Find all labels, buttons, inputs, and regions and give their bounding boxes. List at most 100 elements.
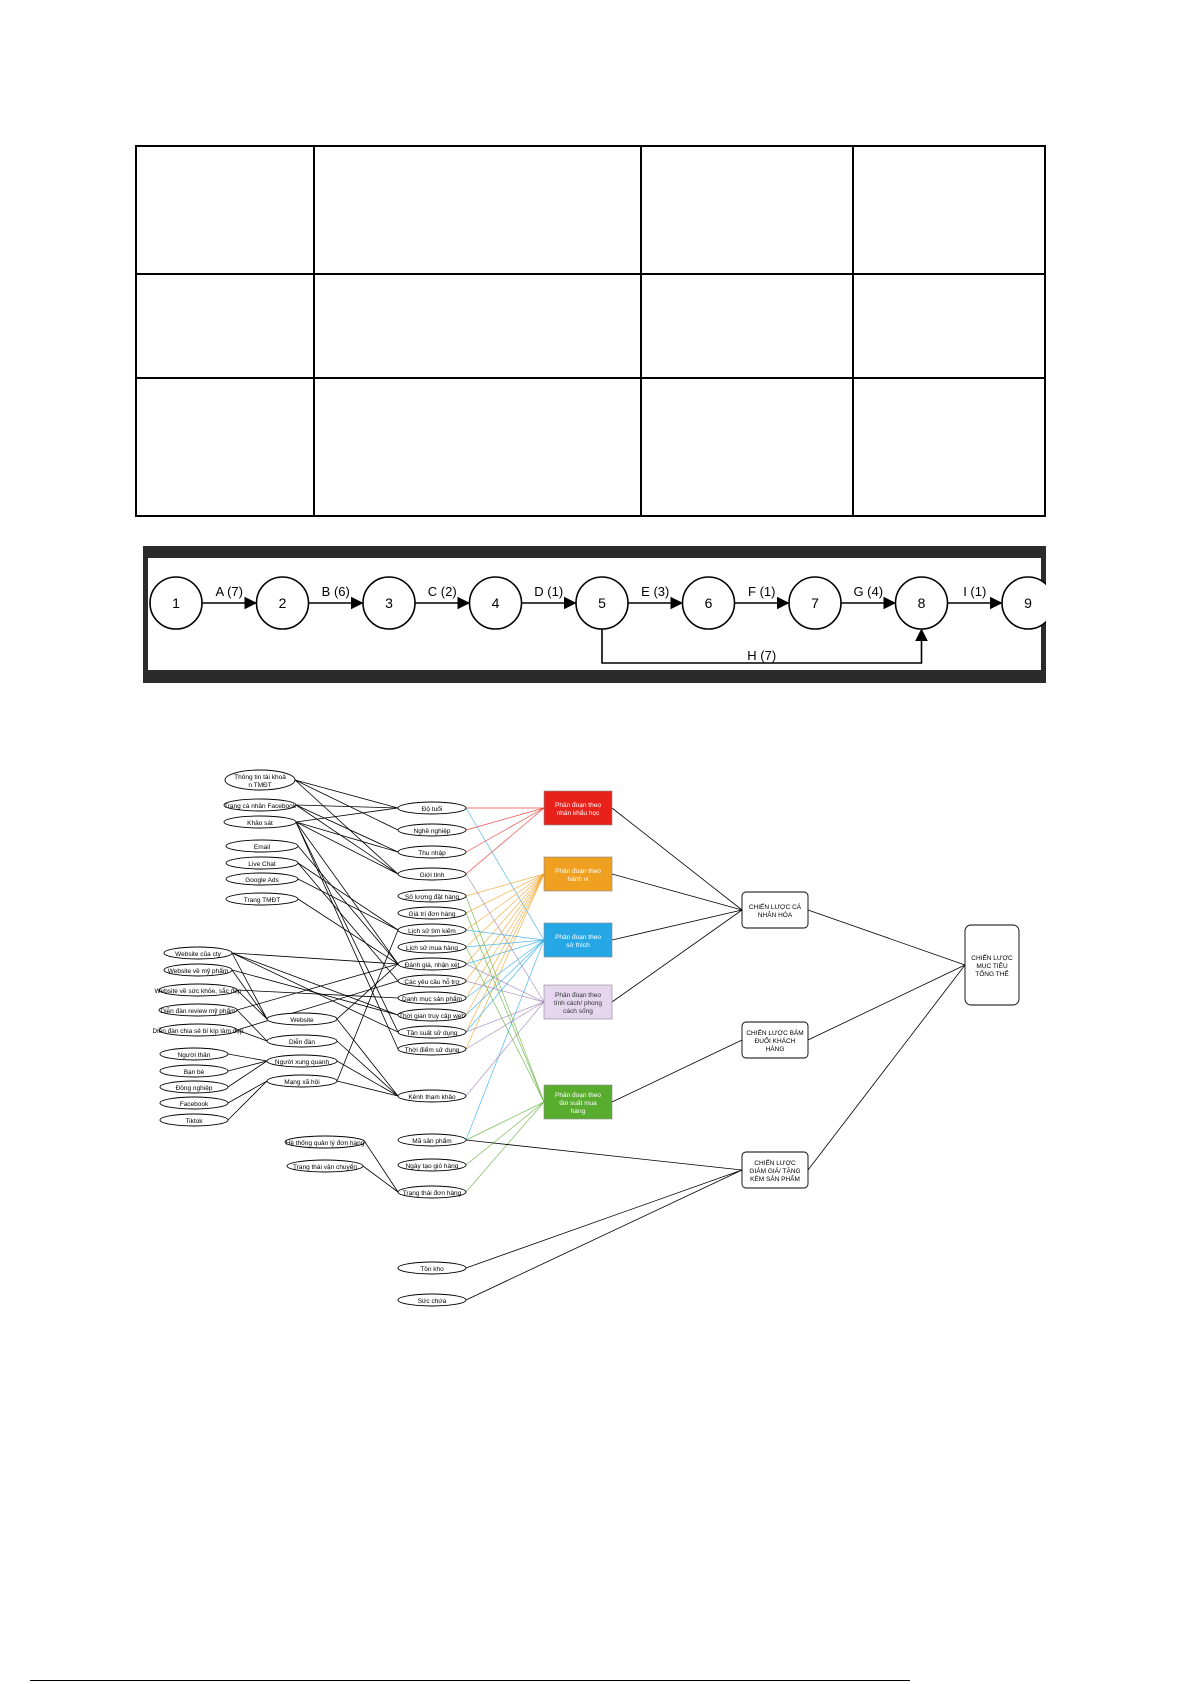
source-node-label: Website về sức khỏe, sắc đẹp xyxy=(155,986,242,995)
segment-label: Phân đoạn theo xyxy=(555,934,601,941)
diagram-link xyxy=(295,821,399,965)
source-node-label: Tiktok xyxy=(185,1118,203,1125)
segment-label: Phân đoạn theo xyxy=(555,802,601,809)
diagram-link xyxy=(465,873,545,1016)
diagram-link xyxy=(336,1040,399,1097)
source-node-label: Trang TMĐT xyxy=(244,897,281,904)
diagram-link xyxy=(227,1060,268,1088)
attribute-node xyxy=(397,801,467,815)
diagram-link xyxy=(297,862,399,931)
source-node xyxy=(225,839,299,853)
diagram-link xyxy=(295,804,399,853)
source-node xyxy=(223,798,297,812)
strategy-box xyxy=(741,1021,809,1059)
diagram-link xyxy=(465,939,545,948)
channel-node xyxy=(266,1074,338,1088)
empty-table xyxy=(135,145,1046,517)
diagram-link xyxy=(294,779,399,831)
source-node xyxy=(159,1113,229,1127)
strategy-label: HÀNG xyxy=(766,1044,785,1053)
network-edge-label: B (6) xyxy=(322,584,350,599)
source-node-label: Live Chat xyxy=(248,861,276,868)
diagram-link xyxy=(336,1080,399,1097)
attribute-node-label: Trạng thái đơn hàng xyxy=(403,1190,462,1197)
diagram-link xyxy=(465,895,545,1103)
attribute-node xyxy=(397,1042,467,1056)
channel-node xyxy=(266,1012,338,1026)
diagram-link xyxy=(236,989,399,999)
channel-node-label: Diễn đàn xyxy=(289,1037,315,1046)
channel-node-label: Website xyxy=(290,1017,314,1024)
diagram-link xyxy=(465,912,545,1103)
diagram-link xyxy=(807,964,966,1171)
source-node-label: Khảo sát xyxy=(247,820,273,827)
network-edge-label: I (1) xyxy=(963,584,986,599)
diagram-link xyxy=(227,1080,268,1104)
channel-node-label: Mạng xã hội xyxy=(284,1079,319,1086)
diagram-link xyxy=(295,821,399,1033)
network-edge-label: G (4) xyxy=(853,584,883,599)
diagram-link xyxy=(465,1101,545,1193)
diagram-link xyxy=(236,989,268,1020)
network-node xyxy=(362,576,416,630)
network-edge-label: H (7) xyxy=(747,648,776,663)
diagram-link xyxy=(807,964,966,1041)
diagram-link xyxy=(611,1039,743,1103)
source-node xyxy=(158,1003,238,1017)
attribute-node-label: Kênh tham khảo xyxy=(408,1094,456,1101)
table-cell xyxy=(640,145,854,275)
network-node-label: 8 xyxy=(918,595,926,611)
attribute-node xyxy=(397,889,467,903)
network-edge-label: E (3) xyxy=(641,584,669,599)
diagram-link xyxy=(336,929,399,1082)
diagram-link xyxy=(231,952,399,965)
diagram-link xyxy=(465,873,545,948)
network-edge xyxy=(601,628,928,664)
attribute-node-label: Giá trị đơn hàng xyxy=(409,911,456,918)
source-node xyxy=(225,856,299,870)
attribute-node-label: Giới tính xyxy=(420,872,445,879)
diagram-link xyxy=(295,804,399,809)
diagram-link xyxy=(465,1001,545,1050)
diagram-link xyxy=(465,1001,545,1097)
activity-network-diagram: A (7)B (6)C (2)D (1)E (3)F (1)G (4)I (1)… xyxy=(143,546,1046,683)
segment-box xyxy=(543,790,613,826)
source-node xyxy=(286,1159,364,1173)
diagram-link xyxy=(465,980,545,1003)
segment-label: Phân đoạn theo xyxy=(555,868,601,875)
diagram-link xyxy=(294,779,399,875)
network-node xyxy=(255,576,310,630)
diagram-link xyxy=(227,1080,268,1121)
attribute-node-label: Tồn kho xyxy=(420,1264,444,1273)
attribute-node-label: Sức chứa xyxy=(418,1298,447,1305)
diagram-link xyxy=(336,1060,399,1097)
segment-label: sở thích xyxy=(566,941,590,949)
diagram-link xyxy=(297,845,399,965)
footer-rule xyxy=(30,1680,910,1681)
diagram-link xyxy=(227,1053,268,1062)
diagram-link xyxy=(236,1009,268,1042)
network-node xyxy=(468,576,523,630)
attribute-node xyxy=(397,1261,467,1275)
diagram-link xyxy=(465,939,545,1016)
diagram-link xyxy=(297,898,399,965)
network-edge-label: A (7) xyxy=(216,584,243,599)
diagram-link xyxy=(465,873,545,897)
diagram-link xyxy=(465,1101,545,1166)
network-node xyxy=(681,576,736,630)
diagram-link xyxy=(465,873,545,1003)
attribute-node xyxy=(397,823,467,837)
diagram-link xyxy=(295,821,399,853)
segment-label: Phân đoạn theo xyxy=(555,1092,601,1099)
source-node xyxy=(159,1096,229,1110)
diagram-link xyxy=(465,873,545,982)
attribute-node-label: Thời điểm sử dụng xyxy=(405,1046,460,1054)
table-cell xyxy=(852,145,1046,275)
attribute-node-label: Thu nhập xyxy=(418,850,446,857)
attribute-node xyxy=(397,991,467,1005)
attribute-node-label: Nghề nghiệp xyxy=(414,826,451,835)
strategy-label: CHIẾN LƯỢC xyxy=(754,1157,796,1167)
diagram-link xyxy=(465,807,545,875)
attribute-node-label: Ngày tạo giỏ hàng xyxy=(406,1162,459,1170)
network-node-label: 1 xyxy=(172,595,180,611)
